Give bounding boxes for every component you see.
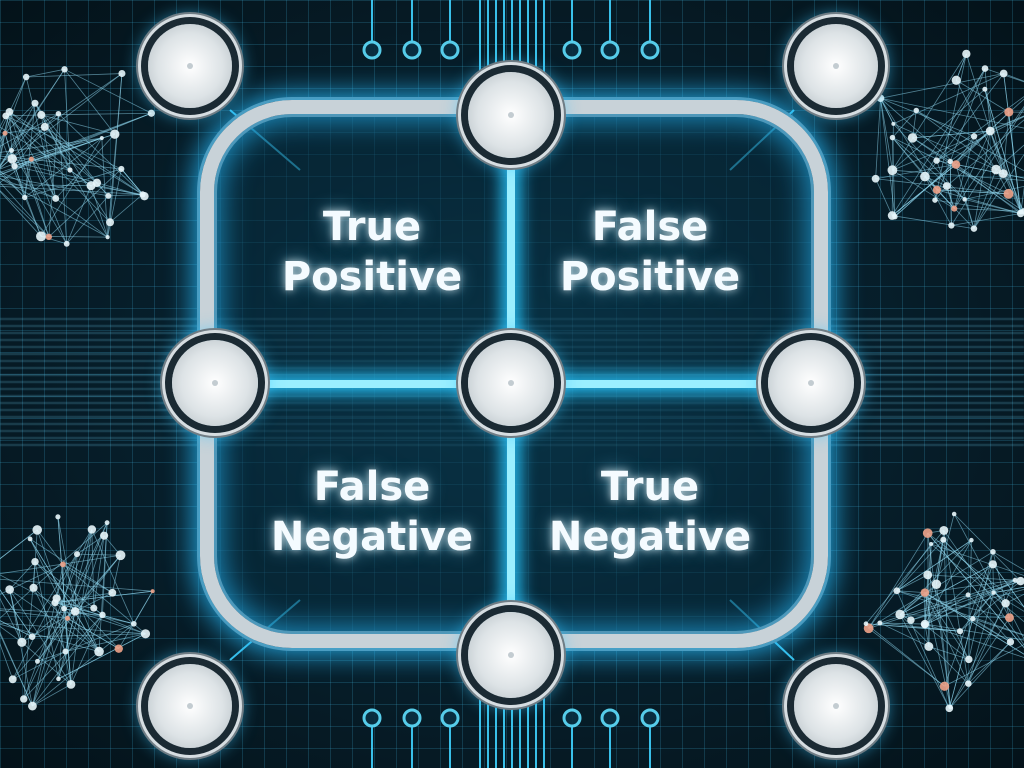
quadrant-label-line2: Negative: [548, 514, 752, 560]
metal-knob-icon: [794, 24, 878, 108]
neural-network-icon: [0, 66, 155, 247]
quadrant-true-negative: True Negative: [510, 462, 790, 562]
metal-knob-icon: [172, 340, 258, 426]
quadrant-false-positive: False Positive: [510, 202, 790, 302]
neural-network-icon: [871, 49, 1024, 232]
quadrant-label-line1: True: [600, 464, 700, 510]
quadrant-false-negative: False Negative: [232, 462, 512, 562]
metal-knob-icon: [768, 340, 854, 426]
metal-knob-icon: [148, 24, 232, 108]
neural-network-icon: [863, 511, 1024, 713]
quadrant-label-line2: Positive: [559, 254, 741, 300]
metal-knob-icon: [794, 664, 878, 748]
quadrant-label-line2: Positive: [281, 254, 463, 300]
quadrant-label-line1: False: [313, 464, 431, 510]
metal-knob-icon: [468, 340, 554, 426]
quadrant-label-line1: False: [591, 204, 709, 250]
quadrant-true-positive: True Positive: [232, 202, 512, 302]
neural-network-icon: [0, 514, 155, 711]
quadrant-label-line1: True: [322, 204, 422, 250]
metal-knob-icon: [468, 72, 554, 158]
metal-knob-icon: [148, 664, 232, 748]
metal-knob-icon: [468, 612, 554, 698]
quadrant-label-line2: Negative: [270, 514, 474, 560]
